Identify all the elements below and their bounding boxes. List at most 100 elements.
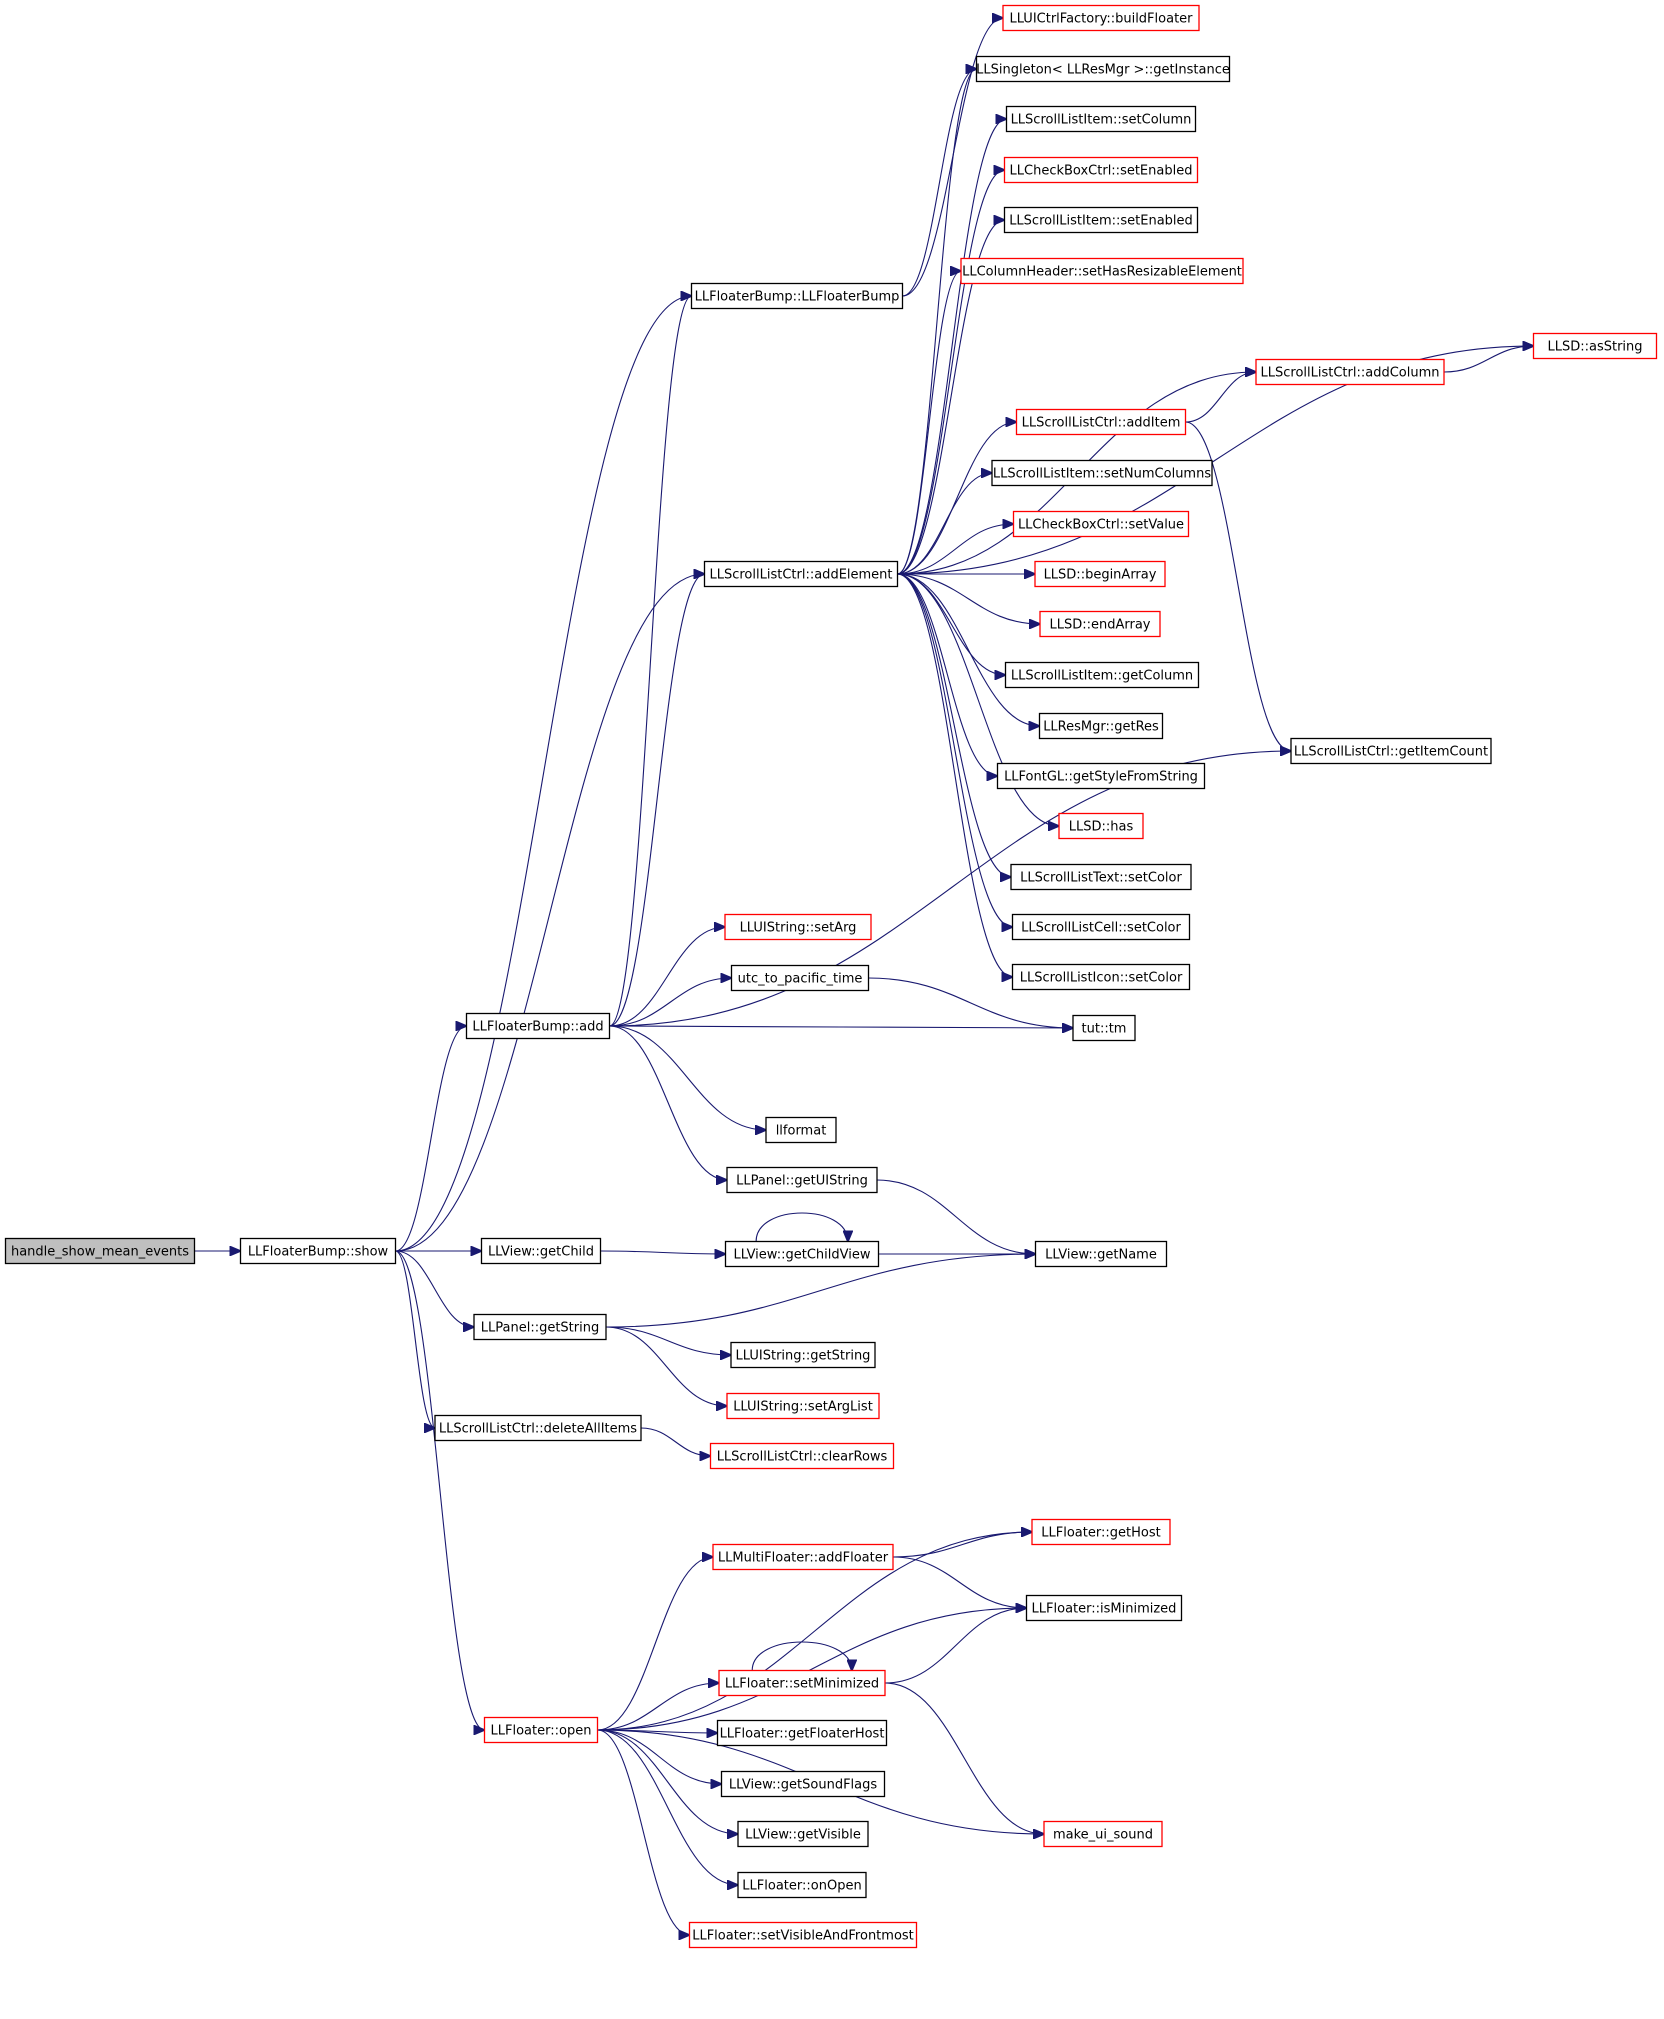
- node-box-LLScrollListItem_setNumColumns: [991, 459, 1213, 487]
- node-LLFloaterBump_add[interactable]: LLFloaterBump::add: [465, 1012, 611, 1040]
- edge-LLScrollListCtrl_addItem-to-LLScrollListCtrl_addColumn: [1185, 372, 1257, 423]
- node-label-LLScrollListCell_setColor: LLScrollListCell::setColor: [1021, 921, 1181, 936]
- node-label-tut_tm: tut::tm: [1082, 1022, 1127, 1037]
- node-box-LLView_getSoundFlags: [720, 1770, 886, 1798]
- node-LLSD_asString[interactable]: LLSD::asString: [1532, 332, 1658, 360]
- edge-LLScrollListCtrl_addElement-to-LLScrollListCell_setColor: [897, 573, 1013, 927]
- node-label-LLScrollListItem_setColumn: LLScrollListItem::setColumn: [1011, 113, 1192, 128]
- node-label-LLResMgr_getRes: LLResMgr::getRes: [1043, 720, 1159, 735]
- node-LLPanel_getString[interactable]: LLPanel::getString: [473, 1313, 607, 1341]
- node-LLFloater_setVisibleAndFrontmost[interactable]: LLFloater::setVisibleAndFrontmost: [688, 1921, 918, 1949]
- node-box-LLFontGL_getStyleFromString: [996, 762, 1206, 790]
- node-box-LLCheckBoxCtrl_setEnabled: [1003, 156, 1199, 184]
- edge-LLScrollListCtrl_deleteAllItems-to-LLScrollListCtrl_clearRows: [640, 1427, 711, 1456]
- node-LLSD_endArray[interactable]: LLSD::endArray: [1039, 610, 1161, 638]
- node-LLFloater_setMinimized[interactable]: LLFloater::setMinimized: [718, 1669, 886, 1697]
- node-LLUIString_getString[interactable]: LLUIString::getString: [730, 1341, 876, 1369]
- edge-LLView_getChild-to-LLView_getChildView: [600, 1251, 726, 1254]
- node-LLView_getChild[interactable]: LLView::getChild: [480, 1237, 602, 1265]
- node-LLScrollListItem_setColumn[interactable]: LLScrollListItem::setColumn: [1005, 105, 1197, 133]
- edge-LLFloater_open-to-LLView_getVisible: [597, 1729, 739, 1834]
- node-LLScrollListCtrl_getItemCount[interactable]: LLScrollListCtrl::getItemCount: [1290, 737, 1492, 765]
- node-llformat[interactable]: llformat: [765, 1116, 837, 1144]
- node-box-LLPanel_getUIString: [726, 1166, 878, 1194]
- edge-LLPanel_getString-to-LLUIString_setArgList: [605, 1326, 727, 1406]
- node-box-LLScrollListText_setColor: [1010, 863, 1192, 891]
- node-box-utc_to_pacific_time: [730, 964, 870, 992]
- node-LLScrollListCtrl_deleteAllItems[interactable]: LLScrollListCtrl::deleteAllItems: [434, 1414, 642, 1442]
- node-LLScrollListItem_setNumColumns[interactable]: LLScrollListItem::setNumColumns: [991, 459, 1213, 487]
- node-LLView_getName[interactable]: LLView::getName: [1034, 1240, 1168, 1268]
- node-LLUICtrlFactory_buildFloater[interactable]: LLUICtrlFactory::buildFloater: [1002, 4, 1200, 32]
- node-LLView_getChildView[interactable]: LLView::getChildView: [724, 1240, 880, 1268]
- node-LLScrollListCtrl_addElement[interactable]: LLScrollListCtrl::addElement: [703, 560, 899, 588]
- node-LLFloaterBump_LLFloaterBump[interactable]: LLFloaterBump::LLFloaterBump: [690, 282, 904, 310]
- node-label-LLFloater_getFloaterHost: LLFloater::getFloaterHost: [720, 1727, 885, 1742]
- node-make_ui_sound[interactable]: make_ui_sound: [1043, 1820, 1163, 1848]
- node-box-LLUIString_setArg: [724, 913, 872, 941]
- node-box-LLUIString_getString: [730, 1341, 876, 1369]
- node-LLResMgr_getRes[interactable]: LLResMgr::getRes: [1038, 712, 1164, 740]
- node-label-LLFloaterBump_show: LLFloaterBump::show: [248, 1245, 389, 1260]
- node-LLFloater_onOpen[interactable]: LLFloater::onOpen: [737, 1871, 867, 1899]
- node-label-LLCheckBoxCtrl_setValue: LLCheckBoxCtrl::setValue: [1018, 518, 1184, 533]
- node-LLMultiFloater_addFloater[interactable]: LLMultiFloater::addFloater: [712, 1543, 894, 1571]
- edge-LLScrollListCtrl_addElement-to-LLCheckBoxCtrl_setValue: [897, 524, 1014, 575]
- edge-LLScrollListCtrl_addElement-to-LLResMgr_getRes: [897, 573, 1040, 726]
- node-label-LLColumnHeader_setHasResizableElement: LLColumnHeader::setHasResizableElement: [962, 265, 1242, 280]
- node-tut_tm[interactable]: tut::tm: [1072, 1014, 1136, 1042]
- node-label-LLSD_beginArray: LLSD::beginArray: [1044, 568, 1157, 583]
- node-label-LLFloater_open: LLFloater::open: [491, 1724, 592, 1739]
- node-LLFloater_getFloaterHost[interactable]: LLFloater::getFloaterHost: [716, 1719, 888, 1747]
- node-LLSD_has[interactable]: LLSD::has: [1058, 812, 1144, 840]
- edge-LLFloater_open-to-LLView_getSoundFlags: [597, 1729, 722, 1784]
- edge-LLMultiFloater_addFloater-to-LLFloater_isMinimized: [892, 1556, 1027, 1608]
- node-LLScrollListCtrl_addItem[interactable]: LLScrollListCtrl::addItem: [1015, 408, 1187, 436]
- node-LLView_getSoundFlags[interactable]: LLView::getSoundFlags: [720, 1770, 886, 1798]
- edge-LLScrollListCtrl_addElement-to-LLSD_endArray: [897, 573, 1041, 624]
- node-box-LLScrollListItem_setColumn: [1005, 105, 1197, 133]
- node-label-LLSD_has: LLSD::has: [1069, 820, 1134, 835]
- node-box-LLSD_beginArray: [1034, 560, 1166, 588]
- node-box-LLUIString_setArgList: [726, 1392, 880, 1420]
- node-LLScrollListItem_setEnabled[interactable]: LLScrollListItem::setEnabled: [1003, 206, 1199, 234]
- node-LLPanel_getUIString[interactable]: LLPanel::getUIString: [726, 1166, 878, 1194]
- node-box-LLScrollListCtrl_addColumn: [1255, 358, 1445, 386]
- node-LLScrollListCtrl_clearRows[interactable]: LLScrollListCtrl::clearRows: [709, 1442, 895, 1470]
- node-LLUIString_setArg[interactable]: LLUIString::setArg: [724, 913, 872, 941]
- node-utc_to_pacific_time[interactable]: utc_to_pacific_time: [730, 964, 870, 992]
- node-LLView_getVisible[interactable]: LLView::getVisible: [737, 1820, 869, 1848]
- node-label-LLView_getName: LLView::getName: [1045, 1248, 1157, 1263]
- edge-LLPanel_getUIString-to-LLView_getName: [876, 1179, 1036, 1254]
- node-LLScrollListCtrl_addColumn[interactable]: LLScrollListCtrl::addColumn: [1255, 358, 1445, 386]
- node-LLFloater_isMinimized[interactable]: LLFloater::isMinimized: [1025, 1594, 1183, 1622]
- node-LLSD_beginArray[interactable]: LLSD::beginArray: [1034, 560, 1166, 588]
- node-label-make_ui_sound: make_ui_sound: [1053, 1828, 1153, 1843]
- node-LLScrollListText_setColor[interactable]: LLScrollListText::setColor: [1010, 863, 1192, 891]
- node-label-LLScrollListIcon_setColor: LLScrollListIcon::setColor: [1020, 971, 1183, 986]
- node-LLCheckBoxCtrl_setValue[interactable]: LLCheckBoxCtrl::setValue: [1012, 510, 1190, 538]
- node-box-LLCheckBoxCtrl_setValue: [1012, 510, 1190, 538]
- node-handle_show_mean_events[interactable]: handle_show_mean_events: [4, 1237, 196, 1265]
- edge-LLFloaterBump_show-to-LLScrollListCtrl_deleteAllItems: [395, 1250, 436, 1428]
- node-LLFloater_getHost[interactable]: LLFloater::getHost: [1031, 1518, 1171, 1546]
- node-LLScrollListCell_setColor[interactable]: LLScrollListCell::setColor: [1011, 913, 1191, 941]
- node-box-LLScrollListItem_getColumn: [1004, 661, 1200, 689]
- node-label-LLScrollListCtrl_clearRows: LLScrollListCtrl::clearRows: [717, 1450, 888, 1465]
- node-box-LLFloaterBump_LLFloaterBump: [690, 282, 904, 310]
- node-box-LLScrollListCtrl_addItem: [1015, 408, 1187, 436]
- node-LLColumnHeader_setHasResizableElement[interactable]: LLColumnHeader::setHasResizableElement: [960, 257, 1244, 285]
- node-box-LLFloaterBump_show: [239, 1237, 397, 1265]
- edge-LLScrollListCtrl_addElement-to-LLSD_asString: [897, 346, 1534, 575]
- node-LLFontGL_getStyleFromString[interactable]: LLFontGL::getStyleFromString: [996, 762, 1206, 790]
- node-LLScrollListIcon_setColor[interactable]: LLScrollListIcon::setColor: [1011, 963, 1191, 991]
- edge-LLFloater_open-to-LLFloater_setMinimized: [597, 1683, 720, 1731]
- node-LLCheckBoxCtrl_setEnabled[interactable]: LLCheckBoxCtrl::setEnabled: [1003, 156, 1199, 184]
- node-label-LLScrollListCtrl_getItemCount: LLScrollListCtrl::getItemCount: [1294, 745, 1488, 760]
- node-LLUIString_setArgList[interactable]: LLUIString::setArgList: [726, 1392, 880, 1420]
- node-LLSingleton_getInstance[interactable]: LLSingleton< LLResMgr >::getInstance: [975, 55, 1231, 83]
- node-box-LLSD_asString: [1532, 332, 1658, 360]
- node-LLFloater_open[interactable]: LLFloater::open: [483, 1716, 599, 1744]
- node-LLScrollListItem_getColumn[interactable]: LLScrollListItem::getColumn: [1004, 661, 1200, 689]
- node-LLFloaterBump_show[interactable]: LLFloaterBump::show: [239, 1237, 397, 1265]
